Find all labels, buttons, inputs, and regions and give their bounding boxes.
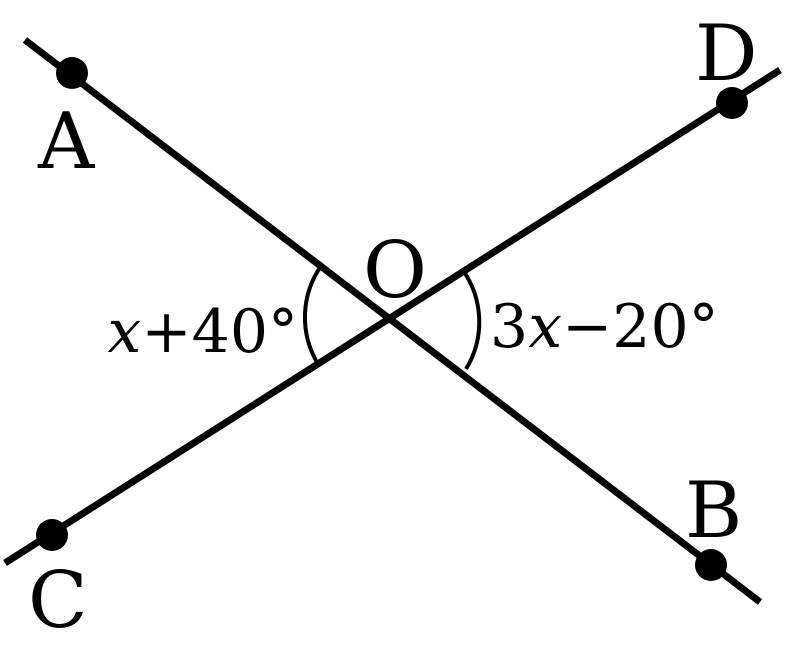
angle-label-left: x+40° [108,297,298,367]
angle-label-right: 3x−20° [490,292,719,362]
point-D-dot [716,87,748,119]
point-label-O: O [363,226,427,316]
angle-arc-left [302,264,323,366]
point-C-dot [36,519,68,551]
point-B-dot [695,549,727,581]
point-label-D: D [695,9,758,99]
point-label-C: C [28,556,88,646]
point-label-A: A [37,97,96,187]
angle-arc-right [460,267,482,371]
point-label-B: B [685,466,742,556]
line-AB [22,37,763,605]
line-CD [3,67,782,566]
angle-right-rest: −20° [562,292,719,362]
angle-left-rest: +40° [141,297,298,367]
angle-left-variable: x [108,297,142,367]
angle-right-coefficient: 3 [490,292,528,362]
angle-right-variable: x [528,292,562,362]
point-A-dot [56,57,88,89]
